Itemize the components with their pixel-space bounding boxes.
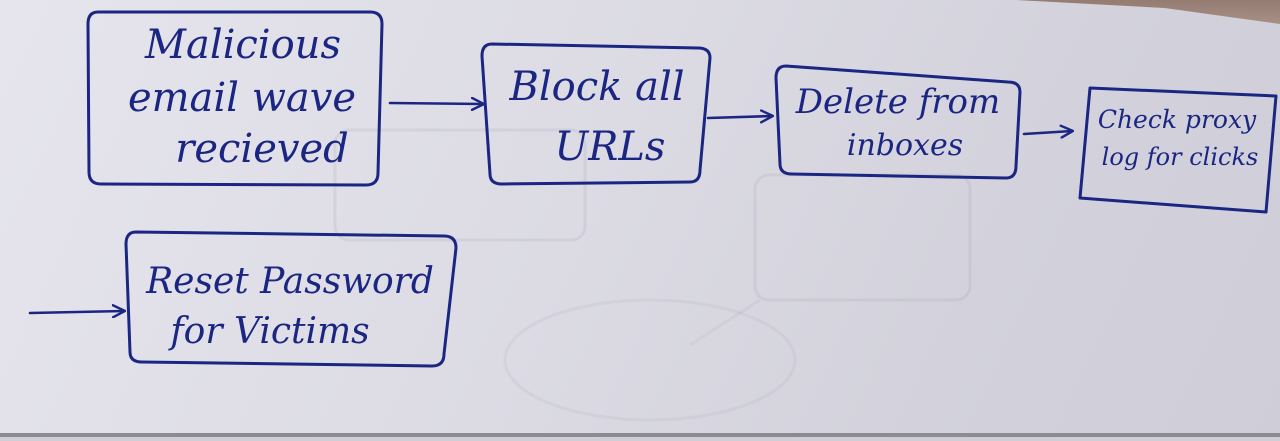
- node-label-line: inboxes: [847, 128, 963, 163]
- node-delete-inboxes: Delete from inboxes: [774, 64, 1022, 180]
- edge-check-to-reset: [28, 311, 124, 313]
- node-label-line: email wave: [128, 75, 356, 121]
- node-box: [86, 10, 384, 187]
- node-box: [124, 230, 458, 368]
- edge-delete-to-check: [1022, 131, 1072, 134]
- node-label-line: log for clicks: [1102, 143, 1259, 171]
- node-label-line: Malicious: [144, 22, 341, 68]
- node-label-line: Block all: [508, 64, 684, 110]
- node-label-line: Check proxy: [1098, 105, 1257, 134]
- node-malicious-email: Malicious email wave recieved: [86, 10, 384, 187]
- node-reset-password: Reset Password for Victims: [124, 230, 458, 368]
- node-label-line: URLs: [555, 124, 666, 170]
- node-check-proxy: Check proxy log for clicks: [1078, 86, 1278, 214]
- node-box: [1078, 86, 1278, 214]
- node-box: [774, 64, 1022, 180]
- node-label-line: Delete from: [795, 82, 1001, 122]
- node-label-line: Reset Password: [145, 261, 434, 302]
- node-box: [480, 42, 712, 186]
- edge-malicious-to-block: [388, 103, 483, 104]
- edge-block-to-delete: [706, 116, 772, 118]
- node-label-line: recieved: [175, 126, 349, 172]
- node-block-urls: Block all URLs: [480, 42, 712, 186]
- page-edge-shadow: [0, 433, 1280, 437]
- node-label-line: for Victims: [167, 311, 369, 352]
